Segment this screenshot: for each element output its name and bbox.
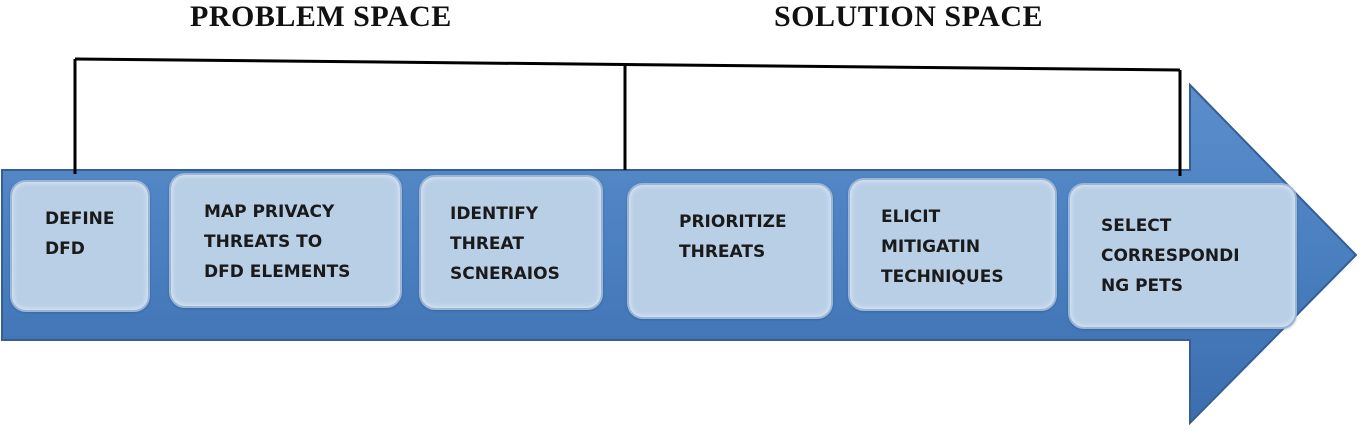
step-define-dfd: DEFINE DFD — [10, 180, 150, 312]
space-bracket — [73, 57, 1182, 176]
step-prioritize-threats: PRIORITIZE THREATS — [627, 183, 833, 319]
step-map-privacy-threats: MAP PRIVACY THREATS TO DFD ELEMENTS — [169, 173, 402, 308]
problem-space-heading: PROBLEM SPACE — [190, 0, 452, 33]
solution-space-heading: SOLUTION SPACE — [774, 0, 1044, 33]
step-elicit-mitigation-techniques: ELICIT MITIGATIN TECHNIQUES — [848, 178, 1057, 311]
step-identify-threat-scenarios: IDENTIFY THREAT SCNERAIOS — [419, 175, 603, 310]
step-select-corresponding-pets: SELECT CORRESPONDI NG PETS — [1068, 183, 1297, 329]
